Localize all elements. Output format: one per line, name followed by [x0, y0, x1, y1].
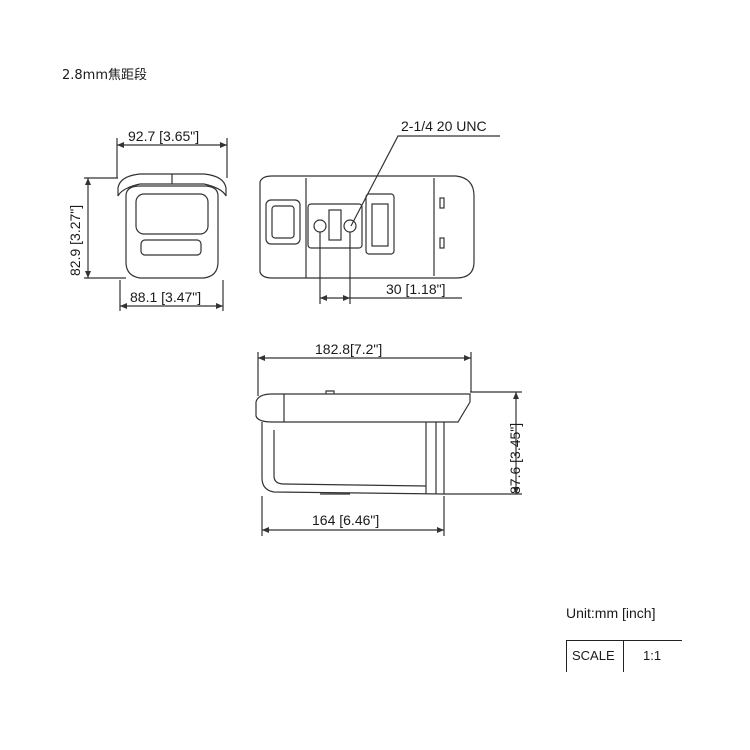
- front-view: [84, 138, 228, 311]
- scale-box-divider: [623, 640, 624, 672]
- scale-box-top-border: [566, 640, 682, 641]
- front-sunshield: [117, 173, 227, 197]
- front-ir-window: [140, 239, 202, 256]
- side-height-label: 87.6 [3.45"]: [507, 423, 523, 494]
- diagram-title: 2.8mm焦距段: [62, 68, 148, 83]
- front-height-label: 82.9 [3.27"]: [67, 205, 83, 276]
- side-view: [255, 352, 522, 536]
- side-length-label: 182.8[7.2"]: [315, 341, 382, 357]
- unit-label: Unit:mm [inch]: [566, 605, 656, 621]
- front-width-label: 92.7 [3.65"]: [128, 128, 199, 144]
- thread-leader-line: [350, 135, 500, 227]
- scale-box-left-border: [566, 640, 567, 672]
- front-lens-window: [135, 193, 209, 235]
- side-body: [261, 422, 445, 495]
- bottom-mount-plate: [307, 203, 363, 249]
- mount-hole-right: [343, 219, 357, 233]
- front-body: [125, 185, 219, 279]
- bottom-vent-grille: [265, 199, 301, 245]
- mount-hole-left: [313, 219, 327, 233]
- spacing-label: 30 [1.18"]: [386, 281, 445, 297]
- scale-label: SCALE: [572, 648, 615, 663]
- scale-value: 1:1: [643, 648, 662, 663]
- bottom-body-outline: [259, 175, 475, 279]
- side-sunshield: [255, 393, 471, 423]
- scale-box: SCALE 1:1: [566, 640, 682, 672]
- thread-label: 2-1/4 20 UNC: [401, 118, 487, 134]
- bottom-label-plate: [365, 193, 395, 255]
- bottom-view: [259, 135, 500, 304]
- side-body-length-label: 164 [6.46"]: [312, 512, 379, 528]
- front-bottom-width-label: 88.1 [3.47"]: [130, 289, 201, 305]
